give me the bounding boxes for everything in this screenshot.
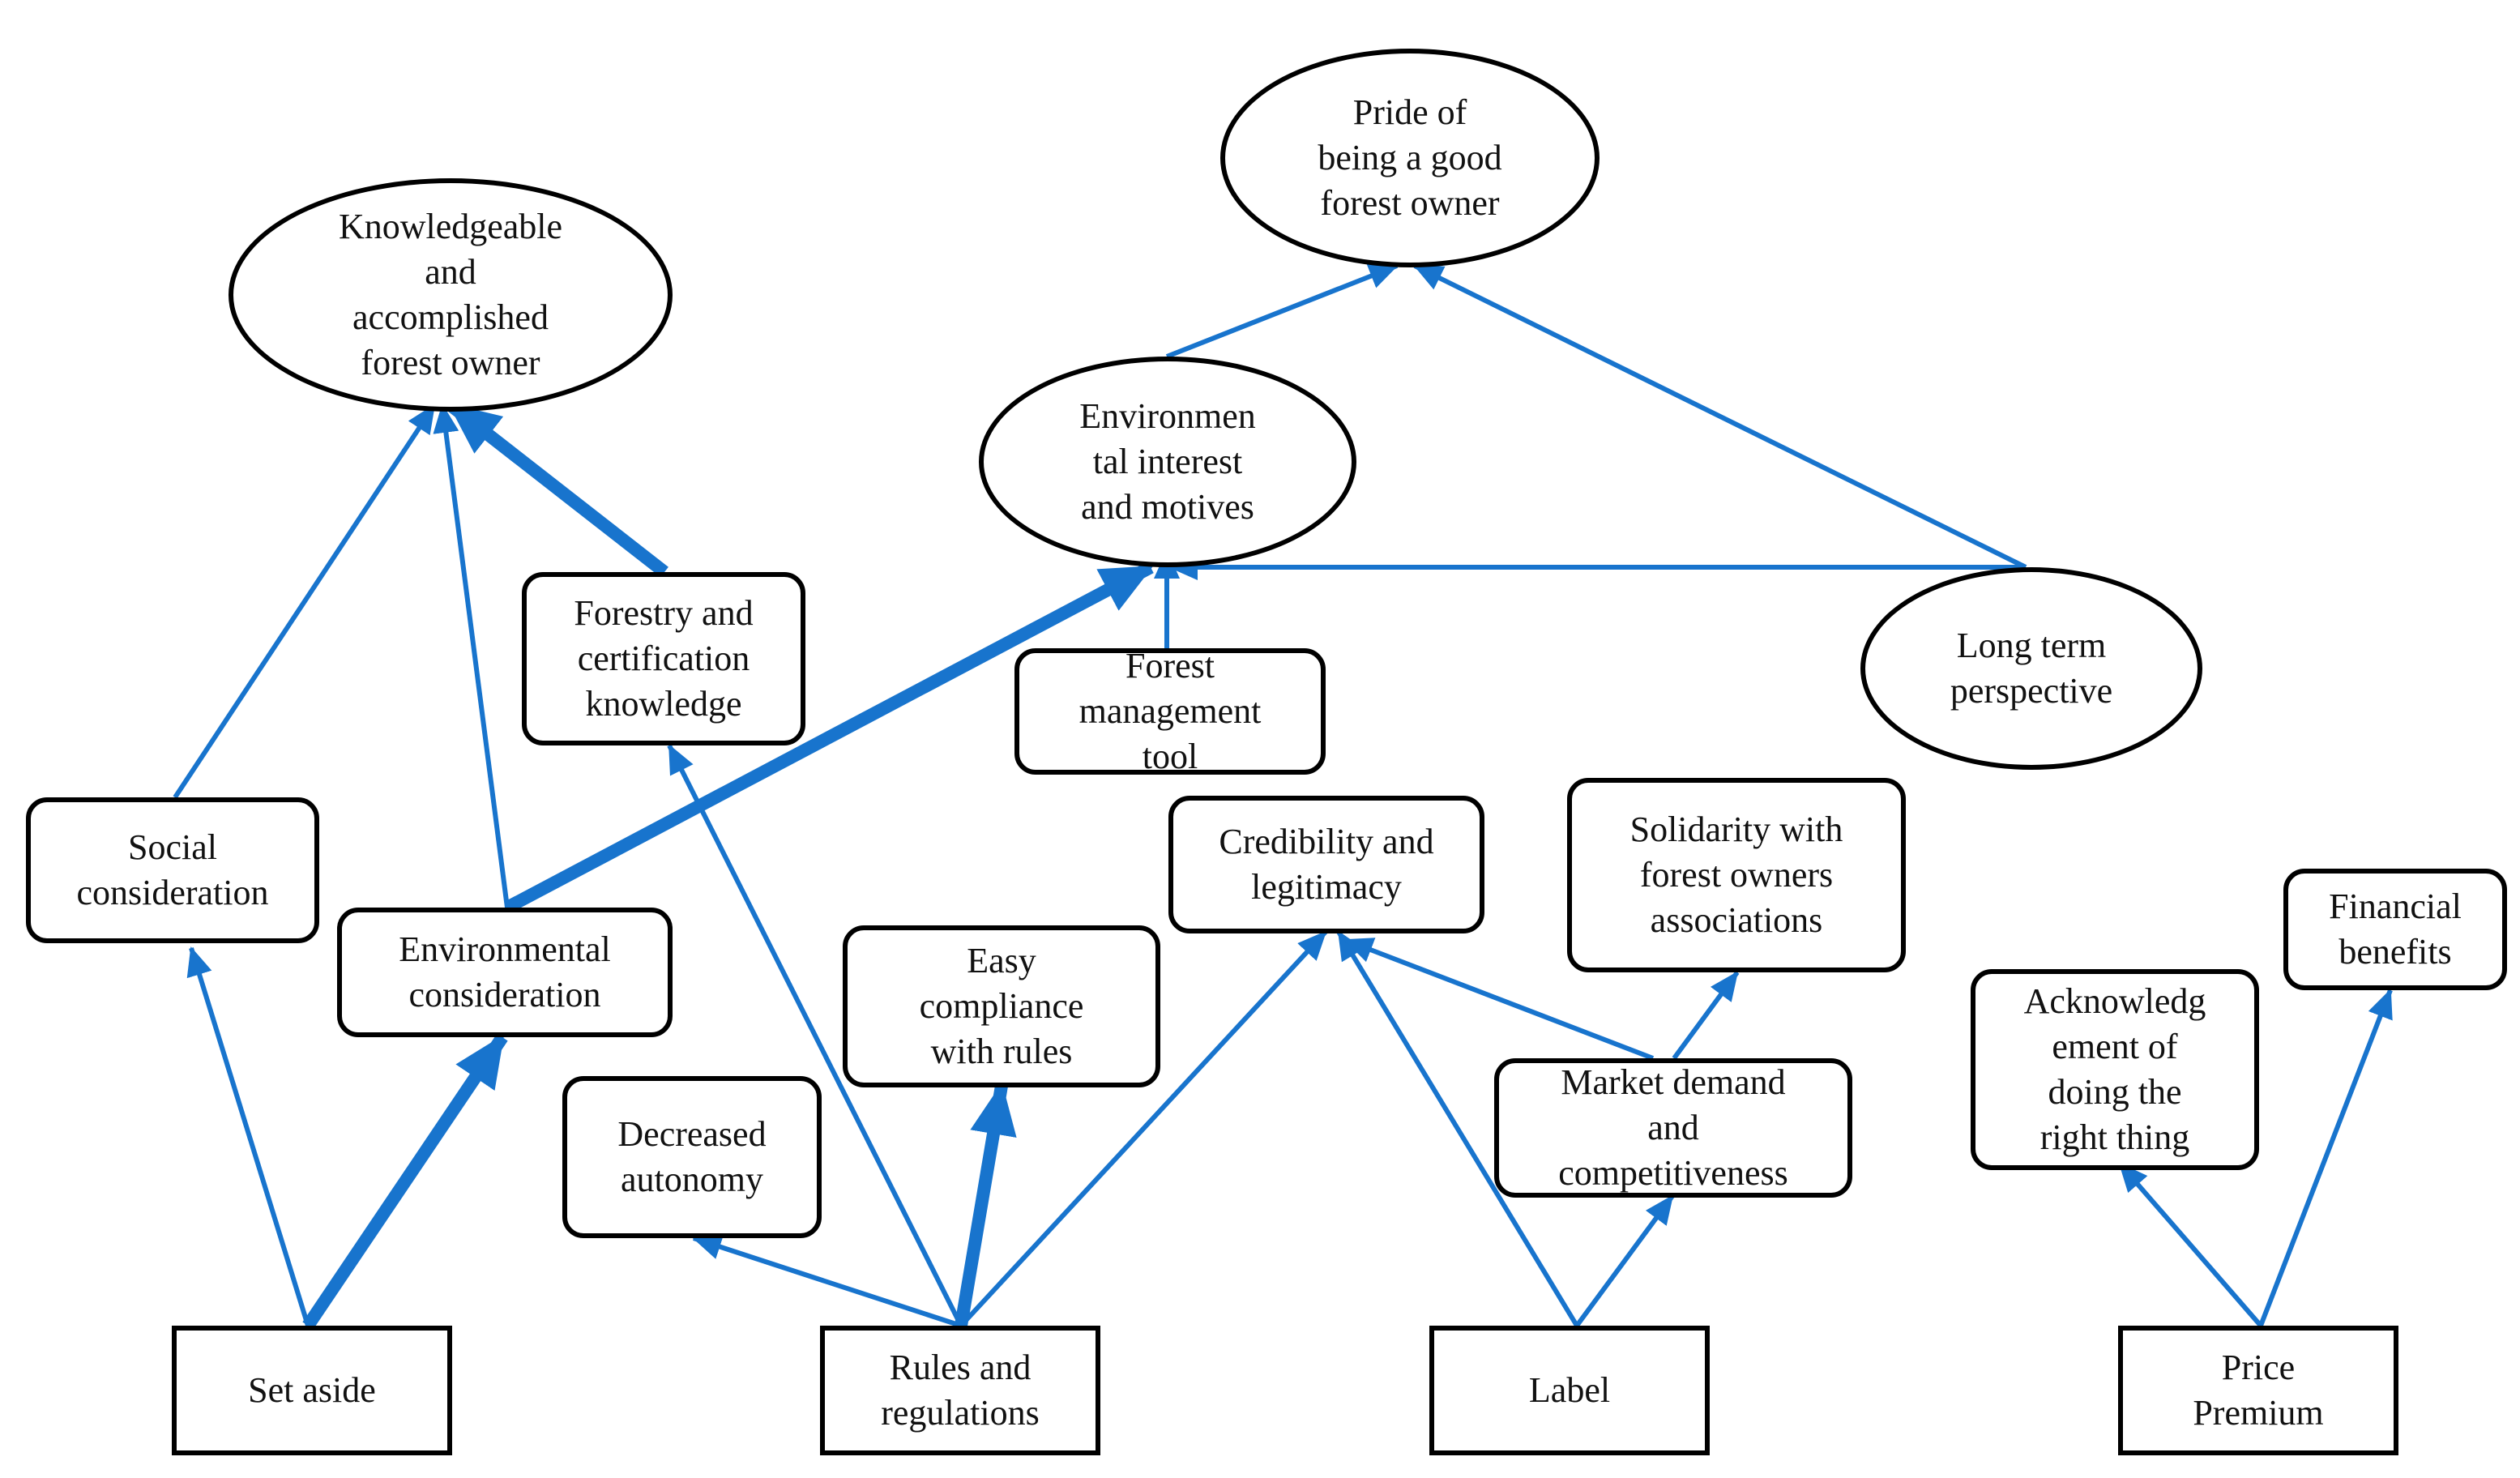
edge-market-demand-to-solidarity bbox=[1672, 971, 1740, 1060]
edge-set-aside-to-social bbox=[186, 946, 310, 1326]
node-financial-benefits: Financial benefits bbox=[2283, 869, 2507, 990]
node-acknowledgement: Acknowledg ement of doing the right thin… bbox=[1971, 969, 2259, 1170]
node-solidarity-label: Solidarity with forest owners associatio… bbox=[1629, 809, 1843, 940]
node-social-label: Social consideration bbox=[76, 827, 269, 912]
node-set-aside: Set aside bbox=[172, 1326, 452, 1455]
node-easy-compliance-label: Easy compliance with rules bbox=[919, 941, 1084, 1071]
node-price-premium-label: Price Premium bbox=[2193, 1348, 2324, 1433]
node-decreased-autonomy: Decreased autonomy bbox=[562, 1076, 822, 1238]
node-label-label: Label bbox=[1528, 1370, 1611, 1410]
edge-forestry-knowledge-to-knowledgeable bbox=[446, 399, 668, 578]
edge-long-term-top bbox=[1413, 263, 2027, 570]
node-long-term-label: Long term perspective bbox=[1950, 626, 2113, 711]
edge-env-interest-to-pride bbox=[1165, 263, 1399, 359]
edge-price-to-acknowledgement bbox=[2117, 1162, 2263, 1327]
edge-market-demand-to-credibility bbox=[1343, 938, 1655, 1061]
node-environmental-consideration: Environmental consideration bbox=[337, 908, 673, 1037]
node-price-premium: Price Premium bbox=[2118, 1326, 2398, 1455]
edge-social-to-knowledgeable bbox=[173, 404, 437, 799]
node-solidarity-forest-owners: Solidarity with forest owners associatio… bbox=[1567, 778, 1906, 972]
edge-env-consideration-to-knowledgeable bbox=[433, 404, 510, 908]
node-environmental-interest: Environmen tal interest and motives bbox=[979, 357, 1356, 567]
node-financial-benefits-label: Financial benefits bbox=[2329, 886, 2462, 972]
edge-rules-to-credibility bbox=[959, 929, 1328, 1328]
node-acknowledgement-label: Acknowledg ement of doing the right thin… bbox=[2023, 981, 2206, 1157]
node-forestry-certification-knowledge: Forestry and certification knowledge bbox=[522, 572, 805, 745]
node-rules-label: Rules and regulations bbox=[881, 1348, 1040, 1433]
node-credibility-label: Credibility and legitimacy bbox=[1219, 822, 1434, 907]
node-knowledgeable-forest-owner: Knowledgeable and accomplished forest ow… bbox=[229, 178, 673, 412]
node-environmental-consideration-label: Environmental consideration bbox=[399, 929, 611, 1015]
node-pride-good-forest-owner: Pride of being a good forest owner bbox=[1220, 49, 1600, 267]
node-decreased-autonomy-label: Decreased autonomy bbox=[617, 1114, 767, 1199]
node-easy-compliance: Easy compliance with rules bbox=[843, 925, 1160, 1087]
node-environmental-interest-label: Environmen tal interest and motives bbox=[1079, 396, 1256, 527]
edge-label-to-market-demand bbox=[1574, 1194, 1675, 1327]
node-market-demand: Market demand and competitiveness bbox=[1494, 1058, 1852, 1198]
edge-env-consideration-to-env-interest bbox=[504, 561, 1154, 914]
edge-rules-to-decreased-autonomy bbox=[692, 1234, 962, 1328]
node-pride-label: Pride of being a good forest owner bbox=[1318, 92, 1502, 223]
node-social-consideration: Social consideration bbox=[26, 797, 319, 943]
node-forestry-knowledge-label: Forestry and certification knowledge bbox=[574, 593, 754, 724]
edge-rules-to-forestry-knowledge bbox=[667, 744, 963, 1327]
node-label: Label bbox=[1429, 1326, 1710, 1455]
edge-label-to-credibility bbox=[1336, 930, 1579, 1327]
edge-set-aside-to-env-consideration bbox=[302, 1033, 508, 1330]
edge-price-to-financial bbox=[2258, 989, 2393, 1327]
node-credibility-legitimacy: Credibility and legitimacy bbox=[1168, 796, 1484, 933]
node-knowledgeable-label: Knowledgeable and accomplished forest ow… bbox=[338, 207, 563, 382]
node-market-demand-label: Market demand and competitiveness bbox=[1558, 1062, 1788, 1193]
edge-rules-to-easy-compliance bbox=[955, 1083, 1017, 1327]
node-rules-regulations: Rules and regulations bbox=[820, 1326, 1100, 1455]
node-set-aside-label: Set aside bbox=[248, 1370, 376, 1410]
node-forest-management-label: Forest management tool bbox=[1078, 646, 1262, 776]
node-long-term-perspective: Long term perspective bbox=[1860, 567, 2202, 770]
node-forest-management-tool: Forest management tool bbox=[1014, 646, 1326, 776]
